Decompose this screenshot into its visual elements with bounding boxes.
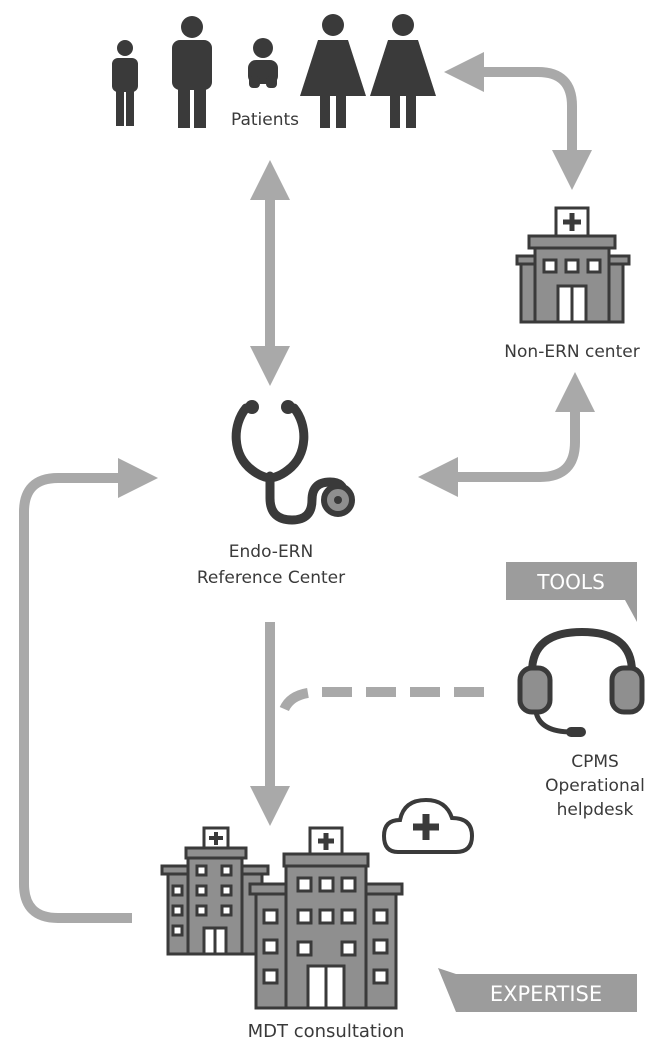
mdt-consultation-label: MDT consultation <box>248 1021 405 1042</box>
non-ern-center-label: Non-ERN center <box>504 342 639 362</box>
arrow-mdt-to-reference <box>19 458 158 923</box>
expertise-tag: EXPERTISE <box>438 968 637 1012</box>
cloud-plus-icon <box>381 797 475 854</box>
patients-icon <box>112 14 436 128</box>
hospital-icon <box>515 206 631 324</box>
reference-center-label-line2: Reference Center <box>197 568 345 588</box>
helpdesk-label-line1: CPMS <box>571 752 619 772</box>
arrow-reference-non-ern <box>418 372 595 497</box>
expertise-tag-label: EXPERTISE <box>490 982 602 1006</box>
patients-label: Patients <box>231 110 299 130</box>
headset-icon <box>517 627 645 737</box>
hospital-icon <box>248 826 404 1010</box>
hospital-icon <box>160 826 270 956</box>
helpdesk-label-line2: Operational <box>545 776 645 796</box>
dashed-helpdesk-link <box>277 687 484 719</box>
tools-tag-label: TOOLS <box>536 570 605 594</box>
helpdesk-label-line3: helpdesk <box>557 800 634 820</box>
reference-center-label-line1: Endo-ERN <box>229 542 313 562</box>
arrow-patients-non-ern <box>444 52 592 190</box>
stethoscope-icon <box>231 400 355 525</box>
tools-tag: TOOLS <box>506 562 637 622</box>
